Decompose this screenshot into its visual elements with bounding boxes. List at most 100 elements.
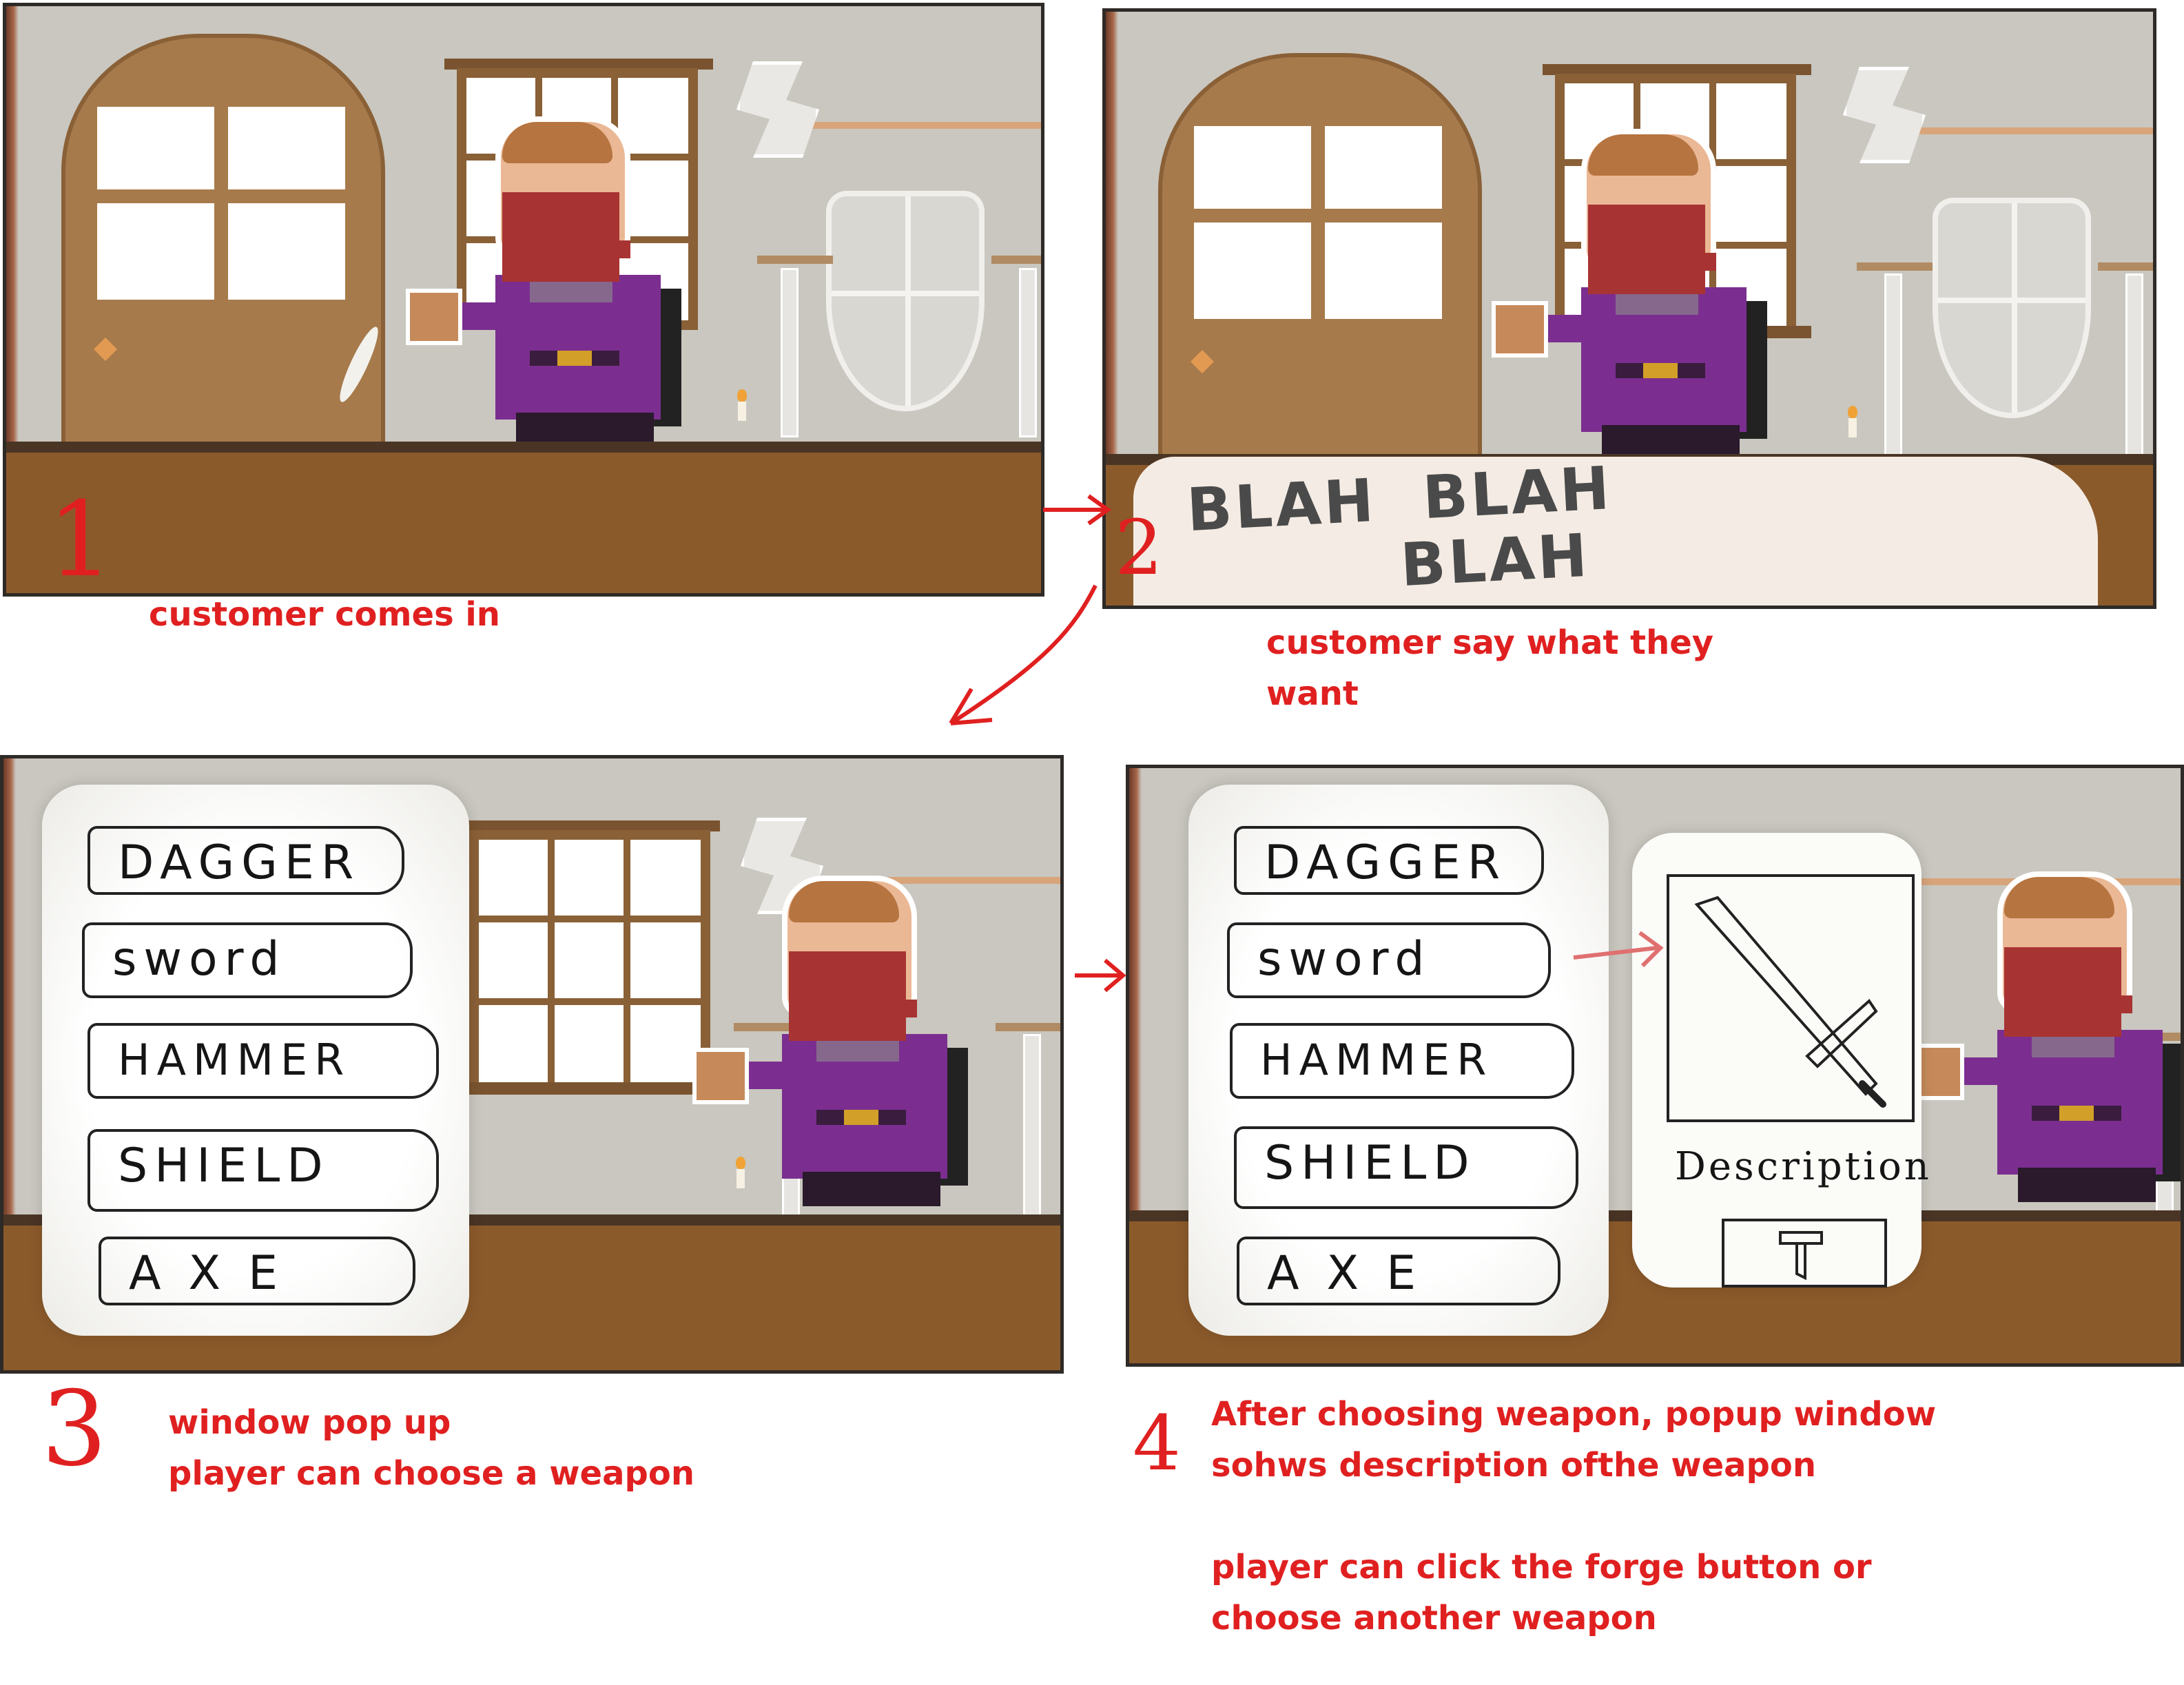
weapon-preview <box>1667 874 1915 1122</box>
door-window <box>1325 223 1442 319</box>
customer-mask <box>789 951 906 1041</box>
wall-shield-icon <box>1933 198 2091 418</box>
weapon-option-hammer[interactable]: HAMMER <box>87 1023 439 1099</box>
customer-mask <box>2004 947 2121 1037</box>
axe-rod <box>778 122 1041 129</box>
customer-hand <box>1492 301 1548 358</box>
shield-cross <box>905 196 911 406</box>
wall-sword-icon <box>1023 1034 1041 1231</box>
weapon-option-axe[interactable]: AXE <box>99 1237 415 1305</box>
door-window <box>228 107 345 189</box>
candle-icon <box>1848 418 1857 437</box>
shop-counter <box>6 447 1041 593</box>
arrow-1-to-2-icon <box>1043 494 1112 526</box>
storyboard-panel-2: BLAH BLAH BLAH <box>1102 8 2156 609</box>
arrow-selection-icon <box>1573 931 1664 968</box>
window-bar <box>479 916 701 922</box>
customer-collar <box>816 1041 899 1062</box>
panel-caption: customer say what they want <box>1266 623 1714 713</box>
candle-flame <box>736 1157 745 1169</box>
storyboard-panel-4: DAGGER sword HAMMER SHIELD AXE Descripti… <box>1126 765 2184 1367</box>
wall-sword-icon <box>1019 268 1037 437</box>
customer-buckle <box>844 1110 878 1125</box>
customer-hair <box>2004 877 2114 918</box>
weapon-option-dagger[interactable]: DAGGER <box>1234 826 1544 895</box>
shop-door <box>1158 53 1482 480</box>
axe-rod <box>1884 127 2153 134</box>
panel-number: 2 <box>1115 504 1163 592</box>
customer-hand <box>406 289 462 345</box>
sword-guard <box>991 256 1041 264</box>
customer-ear <box>899 1000 917 1017</box>
customer-legs <box>1602 425 1740 459</box>
customer-collar <box>530 282 612 302</box>
weapon-option-sword[interactable]: sword <box>1227 922 1551 998</box>
forge-button[interactable] <box>1722 1219 1887 1288</box>
window-frame-top <box>444 59 713 70</box>
customer-hair <box>789 881 899 922</box>
storyboard-panel-1: 1 <box>3 3 1044 597</box>
customer-character <box>406 116 681 447</box>
customer-buckle <box>557 351 592 366</box>
candle-flame <box>737 389 747 402</box>
weapon-menu: DAGGER sword HAMMER SHIELD AXE <box>42 785 469 1336</box>
door-window <box>228 203 345 300</box>
door-window <box>97 107 214 189</box>
dialog-box <box>1133 457 2098 606</box>
sword-guard <box>996 1023 1060 1031</box>
wall-sword-icon <box>781 268 799 437</box>
door-window <box>97 203 214 300</box>
customer-mask <box>1588 205 1705 294</box>
axe-rod <box>789 877 1060 884</box>
wall-sword-icon <box>2125 273 2143 457</box>
candle-flame <box>1848 406 1857 418</box>
sword-guard <box>757 256 833 264</box>
dialog-text: BLAH BLAH BLAH <box>1185 453 1614 609</box>
shield-cross <box>832 290 979 296</box>
customer-legs <box>803 1172 940 1206</box>
door-window <box>1325 126 1442 209</box>
panel-number: 3 <box>41 1369 107 1489</box>
hammer-icon <box>1779 1231 1823 1281</box>
counter-edge <box>6 442 1041 453</box>
customer-ear <box>1698 253 1716 271</box>
weapon-option-hammer[interactable]: HAMMER <box>1230 1023 1574 1099</box>
panel-caption: After choosing weapon, popup window sohw… <box>1211 1395 1937 1637</box>
weapon-option-shield[interactable]: SHIELD <box>1234 1126 1578 1209</box>
candle-icon <box>738 402 746 421</box>
weapon-menu: DAGGER sword HAMMER SHIELD AXE <box>1188 785 1609 1336</box>
window-bar <box>548 840 555 1082</box>
customer-buckle <box>1643 363 1678 378</box>
door-knob <box>1191 350 1214 373</box>
candle-icon <box>736 1169 745 1188</box>
panel-number: 4 <box>1133 1399 1181 1487</box>
customer-legs <box>516 413 654 447</box>
customer-hair <box>502 122 612 163</box>
customer-legs <box>2018 1168 2156 1202</box>
weapon-description-popup: Description <box>1632 833 1929 1288</box>
description-label: Description <box>1675 1144 1932 1189</box>
door-window <box>1194 223 1311 319</box>
customer-hair <box>1588 134 1698 176</box>
customer-ear <box>2114 995 2132 1013</box>
weapon-option-dagger[interactable]: DAGGER <box>87 826 404 895</box>
sword-icon <box>1694 896 1886 1108</box>
weapon-option-sword[interactable]: sword <box>82 922 413 998</box>
shield-cross <box>2012 203 2017 413</box>
weapon-option-axe[interactable]: AXE <box>1237 1237 1560 1305</box>
shop-window <box>469 830 710 1092</box>
wall-shield-icon <box>826 191 985 411</box>
panel-caption: customer comes in <box>149 595 500 634</box>
weapon-option-shield[interactable]: SHIELD <box>87 1129 439 1212</box>
wall-sword-icon <box>1884 273 1902 457</box>
arrow-3-to-4-icon <box>1075 958 1126 993</box>
door-window <box>1194 126 1311 209</box>
sword-guard <box>2098 262 2153 271</box>
window-bar <box>624 840 630 1082</box>
panel-caption: window pop up player can choose a weapon <box>168 1403 694 1493</box>
window-bar <box>479 998 701 1005</box>
customer-ear <box>612 240 630 258</box>
customer-collar <box>1616 294 1698 315</box>
window-frame-top <box>1543 64 1811 75</box>
customer-character <box>1492 129 1767 459</box>
